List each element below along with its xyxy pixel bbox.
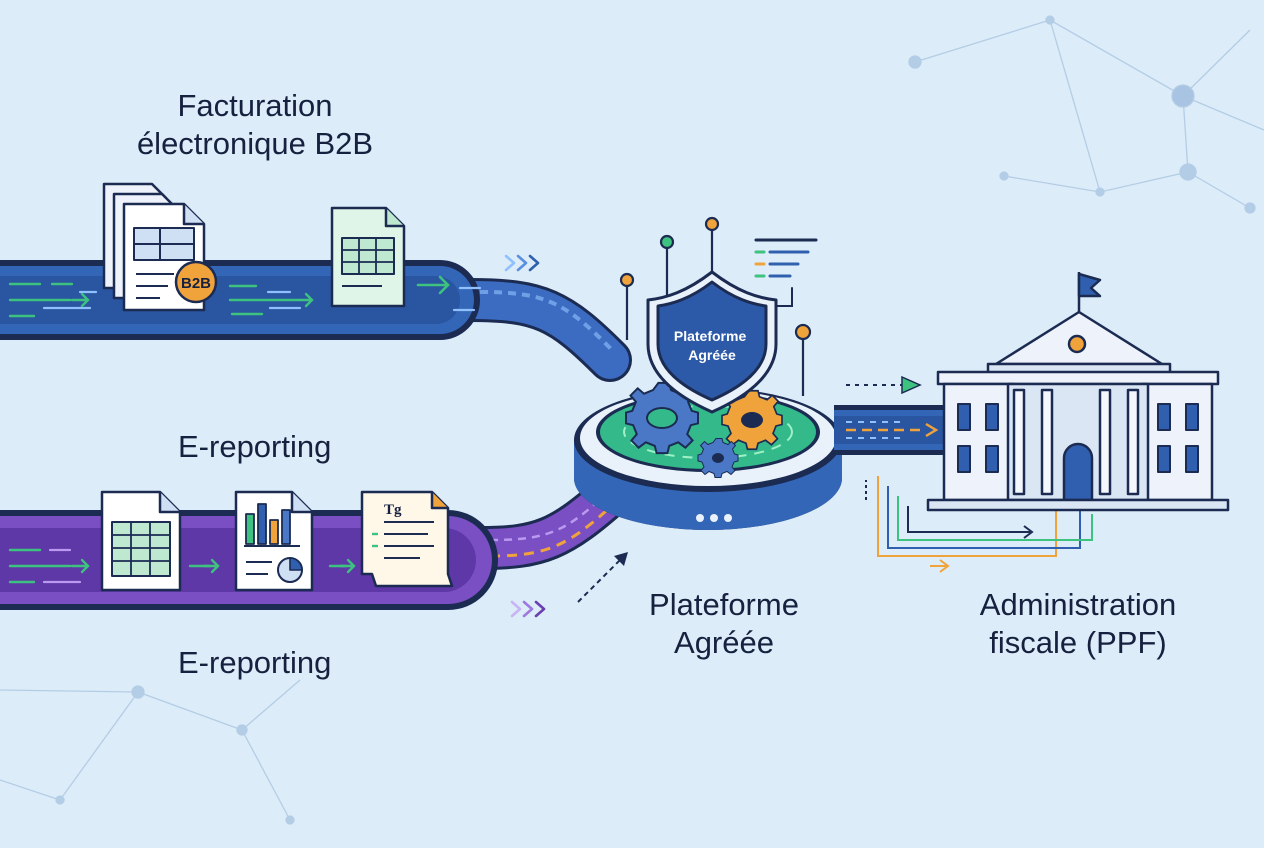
b2b-invoicing-title-line-2: électronique B2B [136,125,374,161]
b2b-invoice-documents-icon [102,182,218,312]
platform-caption: Plateforme Agréée [614,586,834,662]
e-reporting-title: E-reporting [178,429,332,464]
b2b-invoicing-title: Facturation électronique B2B [130,87,380,163]
platform-caption-line-2: Agréée [674,624,774,660]
tax-administration-caption-line-1: Administration [979,587,1177,622]
b2b-invoice-pipeline [0,260,632,382]
shield-label-line-2: Agréée [688,347,736,363]
b2b-badge-text: B2B [181,275,211,292]
tagged-document-icon [360,490,454,588]
hub-to-ppf-connector [834,375,946,455]
e-reporting-caption: E-reporting [178,645,332,680]
shield-label: Plateforme Agréée [674,328,750,363]
b2b-invoicing-title-line-1: Facturation [177,88,333,123]
small-gear-icon [697,438,739,478]
chevrons-top [504,254,540,272]
network-decoration-top-right [908,15,1264,214]
shield-icon [646,270,778,414]
platform-caption-line-1: Plateforme [649,587,799,622]
orange-gear-icon [721,389,783,451]
chart-report-icon [234,490,314,592]
chevrons-bottom [510,600,546,618]
tax-administration-caption: Administration fiscale (PPF) [948,586,1208,662]
code-snippet-icon [754,238,818,307]
spreadsheet-report-icon [100,490,182,592]
network-decoration-bottom-left [0,679,301,825]
return-paths [865,476,1093,573]
hub-antennas [619,216,812,396]
blue-gear-icon [625,381,699,455]
shield-label-line-1: Plateforme [674,328,747,344]
tax-administration-caption-line-2: fiscale (PPF) [989,624,1167,660]
document-tag-text: Tg [384,502,402,518]
up-arrow-to-hub [577,552,628,603]
spreadsheet-document-icon [330,206,406,308]
government-building-icon [926,272,1230,512]
